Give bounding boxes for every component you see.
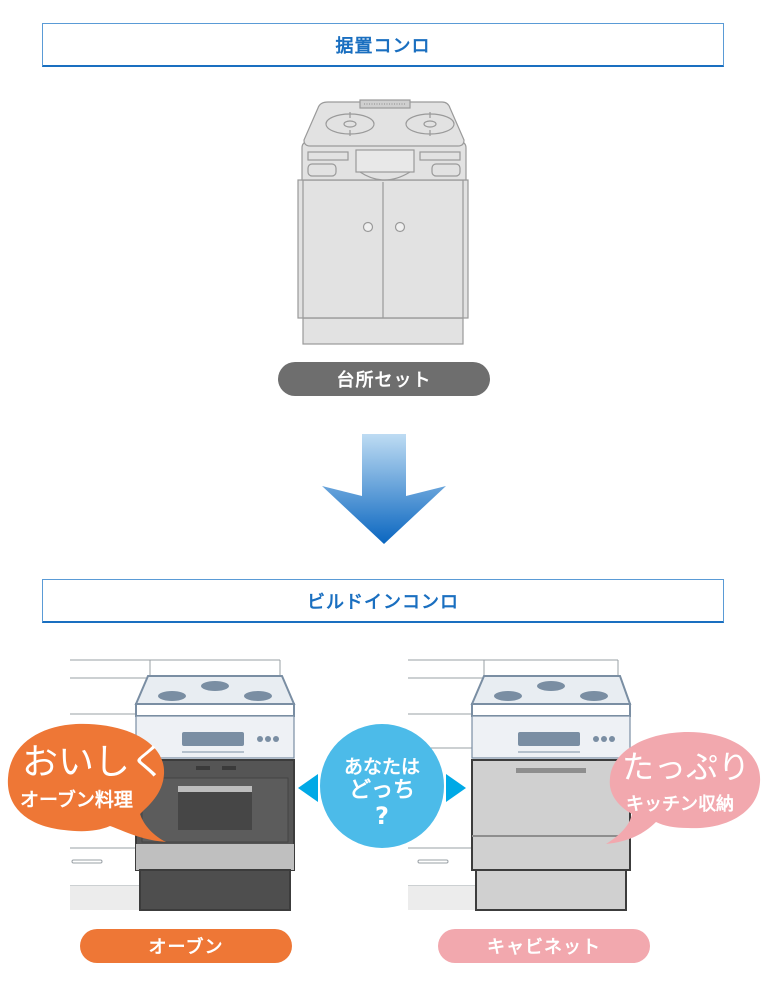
down-arrow-icon: [322, 434, 446, 544]
cabinet-caption-text: キャビネット: [487, 937, 601, 958]
oven-speech-bubble: [7, 723, 167, 842]
built-in-stove-title-text: ビルドインコンロ: [307, 591, 459, 613]
which-one-line1: あなたは: [343, 756, 420, 778]
which-one-line2: どっち: [348, 778, 415, 803]
oven-caption: オーブン: [80, 929, 292, 963]
cabinet-bubble-line1: たっぷり: [622, 748, 751, 786]
oven-bubble-line1: おいしく: [22, 742, 167, 783]
cabinet-caption: キャビネット: [438, 929, 650, 963]
which-one-bubble: [320, 724, 444, 848]
cabinet-bubble-line2: キッチン収納: [626, 794, 734, 815]
oven-bubble-line2: オーブン料理: [20, 789, 133, 811]
standalone-stove-title-text: 据置コンロ: [335, 35, 431, 57]
kitchen-set-caption: 台所セット: [278, 362, 490, 396]
oven-caption-text: オーブン: [148, 937, 224, 958]
right-pointer-arrow-icon: [446, 774, 466, 802]
built-in-stove-title: ビルドインコンロ: [42, 579, 724, 623]
oven-kitchen-illustration: [70, 659, 296, 911]
which-one-line3: ?: [375, 802, 389, 830]
left-pointer-arrow-icon: [298, 774, 318, 802]
cabinet-speech-bubble: [606, 732, 761, 844]
standalone-stove-title: 据置コンロ: [42, 23, 724, 67]
cabinet-kitchen-illustration: [408, 659, 632, 911]
standalone-stove-illustration: [297, 99, 469, 345]
kitchen-set-caption-text: 台所セット: [336, 370, 432, 391]
